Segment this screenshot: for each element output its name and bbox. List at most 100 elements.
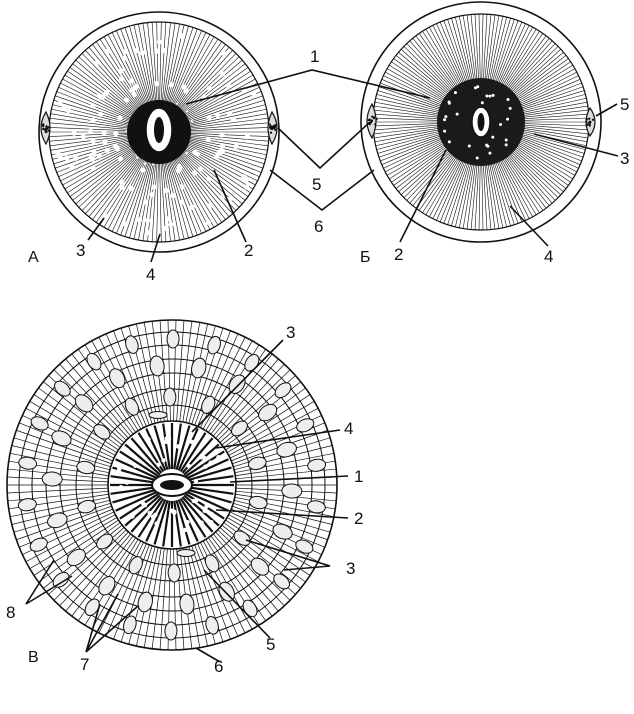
- panel-a-inner-dot: [136, 156, 139, 159]
- panel-a-vessel: [198, 166, 204, 172]
- panel-c-inner-ray: [175, 500, 191, 545]
- panel-b-ray: [398, 52, 451, 97]
- panel-c-radial-cell: [16, 429, 112, 465]
- panel-b-lens-dot: [588, 117, 591, 120]
- panel-b: [360, 1, 602, 243]
- panel-b-lens-dot: [591, 118, 595, 121]
- panel-b-ray: [383, 75, 445, 106]
- panel-c-bundle: [179, 593, 195, 615]
- panel-b-ray: [415, 153, 458, 209]
- panel-a-ray: [64, 142, 143, 190]
- panel-c-inner-vessel: [130, 514, 135, 519]
- panel-a-lens-dot: [269, 131, 273, 134]
- panel-a-ray: [60, 82, 142, 124]
- panel-c-inner-vessel: [209, 511, 214, 517]
- panel-a-ray: [171, 47, 230, 117]
- panel-a-vessel: [65, 107, 71, 114]
- panel-c-radial-cell: [202, 340, 253, 430]
- panel-b-ray: [391, 144, 448, 183]
- panel-b-ray: [490, 160, 507, 227]
- panel-a-vessel: [73, 155, 79, 161]
- panel-a-vessel: [206, 85, 212, 91]
- panel-a-ray: [51, 135, 140, 156]
- panel-c-bundle: [74, 394, 94, 413]
- panel-b-vessel: [485, 94, 489, 98]
- panel-b-lens-dot: [373, 116, 376, 119]
- panel-c-radial-cell: [33, 394, 119, 451]
- panel-a-vessel: [103, 91, 109, 97]
- panel-b-ray: [374, 129, 442, 143]
- panel-a-ray: [49, 133, 140, 142]
- panel-a-lens-dot: [44, 129, 47, 132]
- panel-c-bundle: [52, 571, 70, 588]
- panel-b-ray: [377, 90, 443, 111]
- panel-b-vessel: [480, 101, 484, 105]
- panel-b-ray: [515, 68, 576, 103]
- panel-b-ray: [458, 161, 474, 228]
- panel-a-vessel: [90, 138, 96, 144]
- panel-a-vessel: [118, 76, 125, 82]
- panel-a-label-3: 3: [76, 241, 85, 260]
- panel-a-vessel: [145, 230, 151, 236]
- panel-c-radial-cell: [65, 533, 131, 612]
- panel-b-ray: [494, 20, 519, 85]
- panel-b-ray: [520, 123, 589, 127]
- panel-a-vessel: [194, 151, 201, 157]
- leader-b-5: [595, 103, 618, 117]
- panel-a-ray: [142, 151, 157, 241]
- panel-c-bundle: [281, 483, 303, 499]
- panel-a-inner-dot: [185, 110, 189, 113]
- panel-a-ray: [170, 148, 223, 223]
- panel-a-ray: [120, 150, 153, 236]
- panel-c-inner-vessel: [203, 464, 208, 469]
- panel-a-ray: [49, 122, 140, 131]
- panel-b-ray: [478, 14, 481, 83]
- panel-c-radial-cell: [10, 496, 110, 518]
- panel-c-bundle: [272, 523, 293, 540]
- leader-c-8: [25, 559, 73, 605]
- panel-a-label-1: 1: [310, 47, 319, 66]
- panel-b-ray: [383, 138, 445, 169]
- panel-c: [6, 319, 338, 651]
- panel-a-ray: [171, 147, 230, 217]
- panel-b-ray: [502, 155, 540, 213]
- panel-a-ray: [138, 151, 156, 241]
- panel-b-vessel: [491, 135, 495, 139]
- panel-c-bundle: [47, 512, 68, 529]
- panel-b-ray: [503, 154, 544, 211]
- panel-a-vessel: [131, 91, 137, 98]
- panel-a-ray: [58, 139, 141, 178]
- panel-b-ray: [513, 58, 569, 99]
- panel-c-radial-cell: [176, 320, 185, 422]
- panel-c-inner-ray: [162, 500, 171, 547]
- panel-a-ray: [168, 34, 211, 115]
- panel-b-ray: [389, 142, 448, 180]
- panel-c-radial-cell: [217, 369, 291, 441]
- panel-a-ray: [177, 91, 262, 125]
- panel-b-ray: [493, 19, 515, 85]
- panel-b-ray: [507, 40, 553, 93]
- panel-c-inner-vessel: [161, 458, 166, 463]
- panel-b-ray: [517, 75, 579, 106]
- panel-a-ray: [60, 140, 142, 182]
- panel-a-ray: [168, 149, 211, 230]
- leader-c-4: [215, 429, 341, 449]
- panel-c-radial-cell: [225, 519, 311, 576]
- panel-b-ray: [400, 49, 452, 96]
- panel-b-ray: [447, 159, 469, 225]
- panel-b-ray: [412, 38, 456, 92]
- panel-a-vessel: [214, 153, 220, 160]
- panel-c-inner-vessel: [183, 527, 188, 533]
- panel-c-bundle: [274, 382, 292, 399]
- panel-a-ray: [67, 142, 143, 194]
- panel-c-inner-vessel: [146, 437, 151, 442]
- panel-b-vessel: [447, 101, 451, 105]
- panel-a-ray: [151, 151, 159, 242]
- panel-b-ray: [484, 161, 492, 230]
- panel-b-vessel: [467, 144, 471, 148]
- panel-c-radial-cell: [210, 535, 273, 617]
- panel-a-vessel: [149, 192, 155, 198]
- panel-a-ray: [178, 134, 269, 147]
- panel-b-ray: [412, 152, 456, 206]
- panel-a-vessel: [220, 50, 226, 56]
